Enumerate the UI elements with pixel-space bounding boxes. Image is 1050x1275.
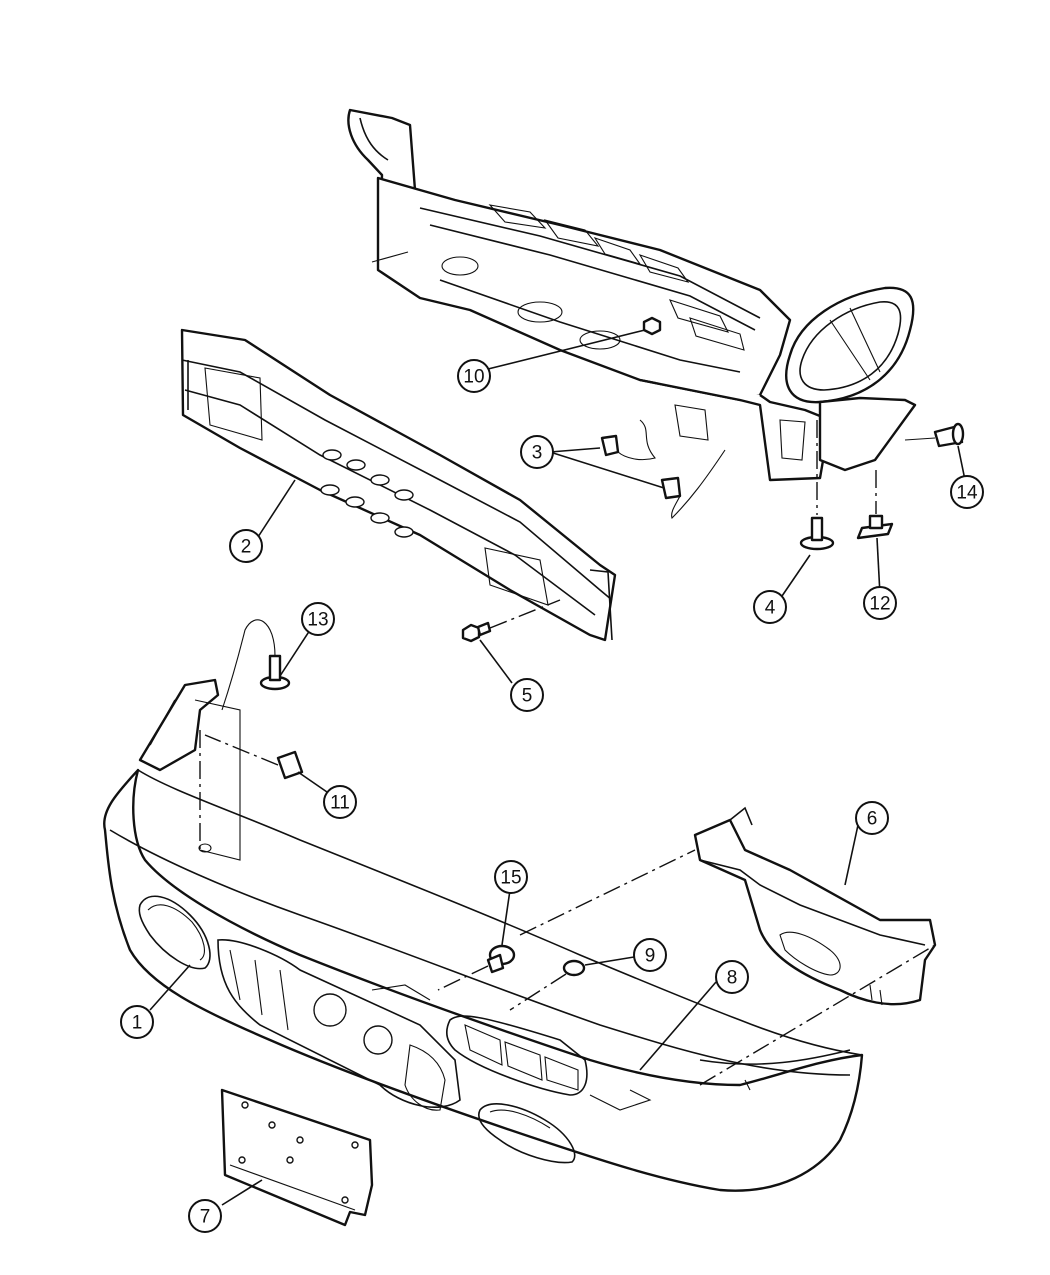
callout-2: 2: [229, 529, 263, 563]
callout-13: 13: [301, 602, 335, 636]
callout-10-label: 10: [463, 367, 484, 388]
nut-part-9: [509, 959, 586, 1011]
callout-3: 3: [520, 435, 554, 469]
bumper-reinforcement-beam: [180, 328, 617, 642]
callout-7: 7: [188, 1199, 222, 1233]
push-pin-part-13: [221, 619, 291, 711]
leader-lines: [149, 329, 966, 1206]
callout-13-label: 13: [307, 610, 328, 631]
callout-12: 12: [863, 586, 897, 620]
callout-7-label: 7: [200, 1207, 211, 1228]
callout-15-label: 15: [500, 868, 521, 889]
license-plate-bracket: [220, 1088, 374, 1227]
callout-5: 5: [510, 678, 544, 712]
nut-part-10: [642, 316, 662, 336]
callout-1-label: 1: [132, 1013, 143, 1034]
callout-15: 15: [494, 860, 528, 894]
callout-11-label: 11: [330, 793, 350, 814]
callout-9: 9: [633, 938, 667, 972]
callout-4-label: 4: [765, 598, 776, 619]
callout-6-label: 6: [867, 809, 878, 830]
clip-part-3: [600, 419, 726, 520]
callout-14: 14: [950, 475, 984, 509]
bolt-part-5: [461, 599, 561, 643]
callout-8: 8: [715, 960, 749, 994]
nut-part-15: [437, 944, 516, 991]
push-pin-part-4: [799, 420, 835, 551]
energy-absorber: [519, 806, 937, 1086]
callout-2-label: 2: [241, 537, 252, 558]
callout-14-label: 14: [956, 483, 978, 504]
callout-6: 6: [855, 801, 889, 835]
screw-part-14: [904, 422, 965, 448]
callout-4: 4: [753, 590, 787, 624]
vehicle-front-structure: [347, 108, 917, 482]
callout-1: 1: [120, 1005, 154, 1039]
callout-10: 10: [457, 359, 491, 393]
callout-12-label: 12: [869, 594, 890, 615]
callout-9-label: 9: [645, 946, 656, 967]
retainer-part-12: [856, 470, 894, 540]
callout-11: 11: [323, 785, 357, 819]
front-fascia: [103, 678, 864, 1192]
callout-5-label: 5: [522, 686, 533, 707]
callout-8-label: 8: [727, 968, 738, 989]
callout-3-label: 3: [532, 443, 543, 464]
clip-part-11: [204, 734, 304, 780]
